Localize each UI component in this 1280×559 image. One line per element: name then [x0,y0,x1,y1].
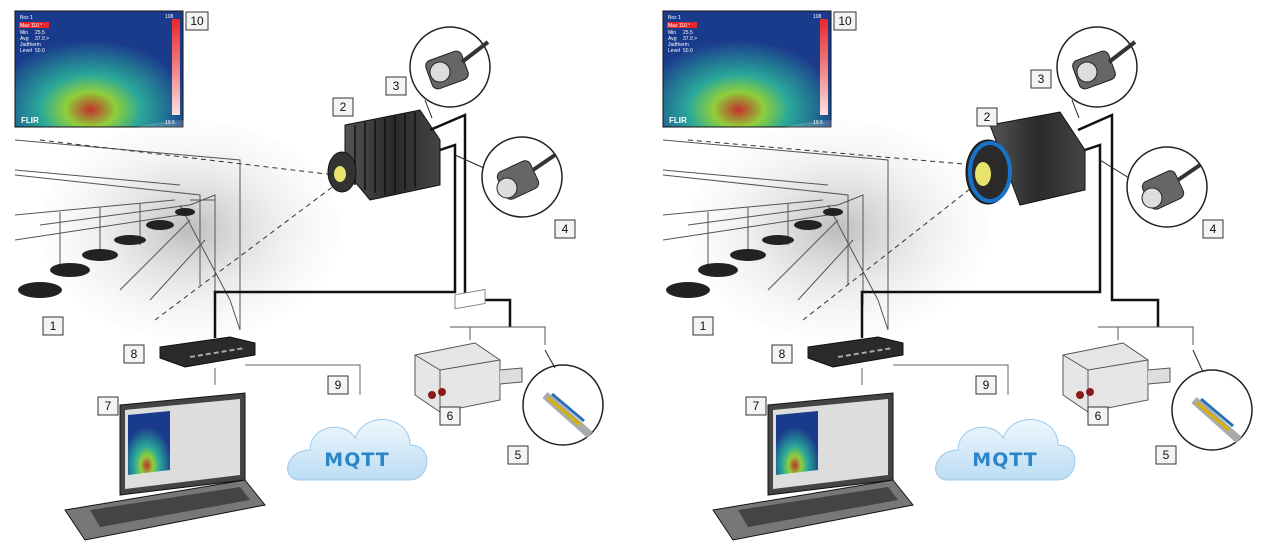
junction-box-right [1062,342,1171,413]
callout-10: 10 [185,11,209,31]
svg-text:10: 10 [190,14,204,28]
svg-text:7: 7 [105,399,112,413]
thermal-max-value: 110 ° [31,23,42,29]
callout-9-right: 9 [975,375,997,395]
svg-text:4: 4 [562,222,569,236]
callout-5-right: 5 [1155,445,1177,465]
thermal-box-label: Box 1 [20,15,33,21]
network-switch-right [807,336,904,368]
callout-9: 9 [327,375,349,395]
callout-1-right: 1 [692,316,714,336]
laptop [64,392,266,541]
thermal-level-label: Level [20,48,32,54]
network-switch [159,336,256,368]
connector-male-callout-right [1056,26,1138,119]
thermal-box-label-right: Box 1 [668,15,681,21]
svg-text:9: 9 [983,378,990,392]
camera-cables-right [860,113,1160,338]
svg-text:5: 5 [515,448,522,462]
thermal-min-value-right: 25.5 [683,30,693,36]
svg-text:9: 9 [335,378,342,392]
lens-ring [968,141,1012,203]
thermal-screen-right: Box 1 Max 110 ° Min 25.5 Avg 37.0 > Jadt… [662,10,832,128]
connector-male-callout [409,26,491,119]
callout-10-right: 10 [833,11,857,31]
callout-5: 5 [507,445,529,465]
power-cable-callout [522,349,604,446]
flir-logo: FLIR [21,116,39,125]
conveyor-scene [14,120,340,340]
laptop-right [712,392,914,541]
svg-text:8: 8 [779,347,786,361]
field-of-view-lines [39,139,336,321]
svg-text:8: 8 [131,347,138,361]
callout-6-right: 6 [1087,406,1109,426]
callout-1: 1 [42,316,64,336]
svg-text:7: 7 [753,399,760,413]
callout-3: 3 [385,76,407,96]
callout-3-right: 3 [1030,69,1052,89]
mqtt-cloud: MQTT [287,419,428,481]
thermal-min-label-right: Min [668,30,676,36]
callout-7-right: 7 [745,396,767,416]
field-of-view-lines-right [687,139,976,321]
thermal-palette-label: Jadtherm [20,42,41,48]
thermal-scale-top: 108 [165,14,174,20]
svg-text:4: 4 [1210,222,1217,236]
thermal-palette-label-right: Jadtherm [668,42,689,48]
thermal-avg-label-right: Avg [668,36,677,42]
thermal-max-value-right: 110 ° [679,23,690,29]
camera-lens [334,166,346,182]
svg-text:1: 1 [700,319,707,333]
svg-text:6: 6 [1095,409,1102,423]
mqtt-label: MQTT [324,449,389,471]
right-diagram: Box 1 Max 110 ° Min 25.5 Avg 37.0 > Jadt… [662,10,1253,541]
connector-female-callout-right [1099,146,1208,228]
thermal-avg-value-right: 37.0 > [683,36,697,42]
thermal-avg-value: 37.0 > [35,36,49,42]
thermal-avg-label: Avg [20,36,29,42]
finned-thermal-camera [327,109,441,201]
callout-4: 4 [554,219,576,239]
callout-8-right: 8 [771,344,793,364]
svg-text:3: 3 [393,79,400,93]
thermal-level-value-right: 50.0 [683,48,693,54]
thermal-level-value: 50.0 [35,48,45,54]
mqtt-label-right: MQTT [972,449,1037,471]
thermal-screen: Box 1 Max 110 ° Min 25.5 Avg 37.0 > Jadt… [14,10,184,128]
flir-logo-right: FLIR [669,116,687,125]
junction-box [414,288,523,413]
callout-7: 7 [97,396,119,416]
svg-text:5: 5 [1163,448,1170,462]
callout-6: 6 [439,406,461,426]
cylindrical-thermal-camera [965,111,1086,206]
conveyor-scene-right [662,120,988,340]
thermal-min-label: Min [20,30,28,36]
callout-8: 8 [123,344,145,364]
connector-female-callout [454,136,563,218]
svg-text:2: 2 [984,110,991,124]
callout-2-right: 2 [976,107,998,127]
left-diagram: Box 1 Max 110 ° Min 25.5 Avg 37.0 > Jadt… [14,10,604,541]
thermal-scale-top-right: 108 [813,14,822,20]
svg-text:1: 1 [50,319,57,333]
thermal-min-value: 25.5 [35,30,45,36]
svg-text:10: 10 [838,14,852,28]
power-cable-callout-right [1171,349,1253,451]
temperature-scale [172,19,180,115]
thermal-max-label: Max [20,23,30,29]
thermal-max-label-right: Max [668,23,678,29]
thermal-level-label-right: Level [668,48,680,54]
callout-2: 2 [332,97,354,117]
coal-pile [18,208,195,298]
callout-4-right: 4 [1202,219,1224,239]
svg-text:3: 3 [1038,72,1045,86]
svg-text:6: 6 [447,409,454,423]
mqtt-cloud-right: MQTT [935,419,1076,481]
svg-text:2: 2 [340,100,347,114]
